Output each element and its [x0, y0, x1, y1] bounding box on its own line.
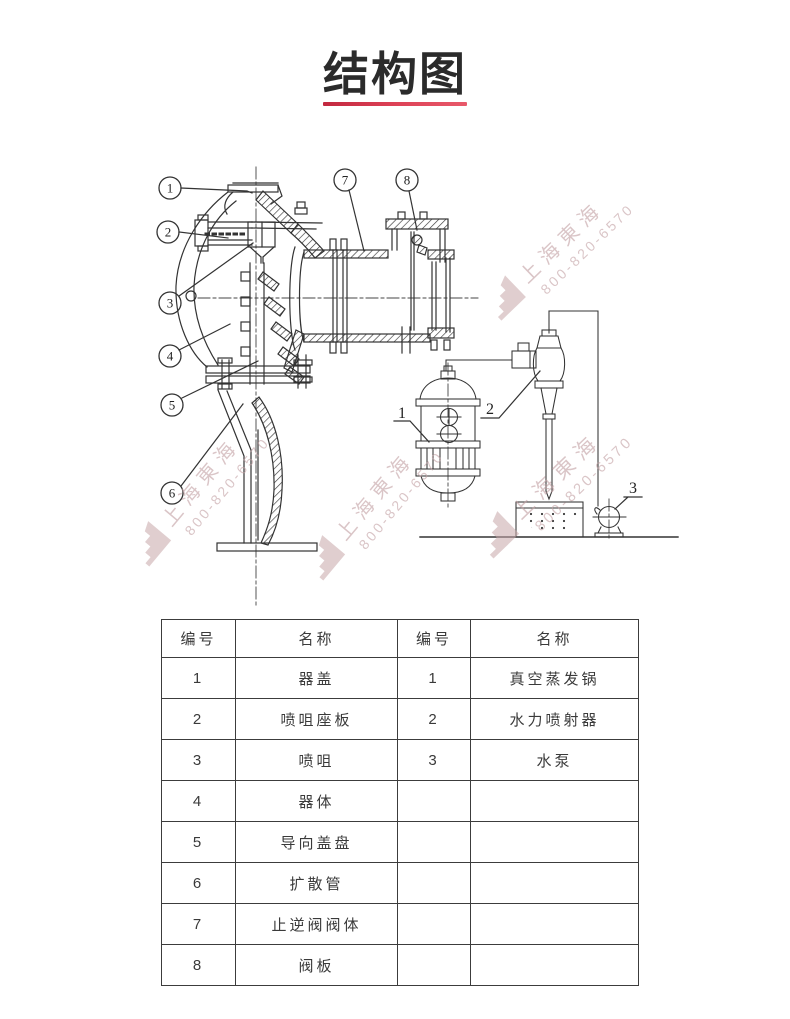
table-cell: 3 — [161, 739, 236, 781]
parts-table: 编号 名称 编号 名称 1 器盖 1 真空蒸发锅 2 喷咀座板 2 水力喷射器 … — [161, 619, 639, 986]
part-label-3: 3 — [629, 480, 637, 497]
table-cell: 水力喷射器 — [470, 698, 639, 740]
callout-3: 3 — [167, 296, 174, 311]
table-cell: 器体 — [235, 780, 398, 822]
table-cell — [397, 862, 471, 904]
page-title: 结构图 — [323, 48, 467, 100]
table-cell: 6 — [161, 862, 236, 904]
part-label-1: 1 — [398, 405, 406, 422]
table-header-cell: 名称 — [235, 619, 398, 658]
callout-5: 5 — [169, 398, 176, 413]
watermark-stamp: 上海東海 800-820-6570 — [318, 447, 447, 581]
table-cell: 喷咀 — [235, 739, 398, 781]
table-cell: 2 — [397, 698, 471, 740]
callout-2: 2 — [165, 225, 172, 240]
callouts: 1 2 3 4 5 6 7 8 1 2 3 — [156, 168, 643, 510]
table-cell: 止逆阀阀体 — [235, 903, 398, 945]
table-cell: 扩散管 — [235, 862, 398, 904]
table-cell — [470, 944, 639, 986]
table-cell: 3 — [397, 739, 471, 781]
callout-6: 6 — [169, 486, 176, 501]
table-cell: 8 — [161, 944, 236, 986]
callout-7: 7 — [342, 173, 349, 188]
table-cell: 导向盖盘 — [235, 821, 398, 863]
installation-schematic — [415, 310, 679, 541]
table-cell: 1 — [161, 657, 236, 699]
ejector-cross-section — [175, 166, 479, 608]
brand-logo-icon — [489, 511, 520, 559]
callout-4: 4 — [167, 349, 174, 364]
table-cell: 5 — [161, 821, 236, 863]
table-cell — [397, 944, 471, 986]
part-label-2: 2 — [486, 401, 494, 418]
table-cell: 水泵 — [470, 739, 639, 781]
table-cell — [397, 903, 471, 945]
watermark-stamp: 上海東海 800-820-6570 — [489, 429, 637, 559]
table-row: 6 扩散管 — [161, 862, 639, 904]
table-cell: 真空蒸发锅 — [470, 657, 639, 699]
table-cell: 喷咀座板 — [235, 698, 398, 740]
brand-logo-icon — [497, 275, 526, 321]
brand-logo-icon — [318, 535, 346, 581]
table-cell: 4 — [161, 780, 236, 822]
table-header-cell: 编号 — [161, 619, 236, 658]
table-header-cell: 编号 — [397, 619, 471, 658]
table-cell — [470, 862, 639, 904]
table-cell — [470, 821, 639, 863]
table-cell — [470, 780, 639, 822]
table-row: 1 器盖 1 真空蒸发锅 — [161, 657, 639, 699]
brand-logo-icon — [144, 521, 172, 567]
watermark-stamp: 上海東海 800-820-6570 — [497, 196, 637, 321]
table-header-row: 编号 名称 编号 名称 — [161, 619, 639, 658]
callout-1: 1 — [167, 181, 174, 196]
table-row: 3 喷咀 3 水泵 — [161, 739, 639, 781]
table-cell: 2 — [161, 698, 236, 740]
table-cell — [470, 903, 639, 945]
table-header-cell: 名称 — [470, 619, 639, 658]
callout-8: 8 — [404, 173, 411, 188]
table-row: 7 止逆阀阀体 — [161, 903, 639, 945]
table-row: 8 阀板 — [161, 944, 639, 986]
table-row: 5 导向盖盘 — [161, 821, 639, 863]
table-cell — [397, 780, 471, 822]
table-cell — [397, 821, 471, 863]
table-cell: 阀板 — [235, 944, 398, 986]
table-cell: 器盖 — [235, 657, 398, 699]
table-cell: 7 — [161, 903, 236, 945]
table-row: 2 喷咀座板 2 水力喷射器 — [161, 698, 639, 740]
table-row: 4 器体 — [161, 780, 639, 822]
table-cell: 1 — [397, 657, 471, 699]
title-underline — [323, 102, 467, 106]
